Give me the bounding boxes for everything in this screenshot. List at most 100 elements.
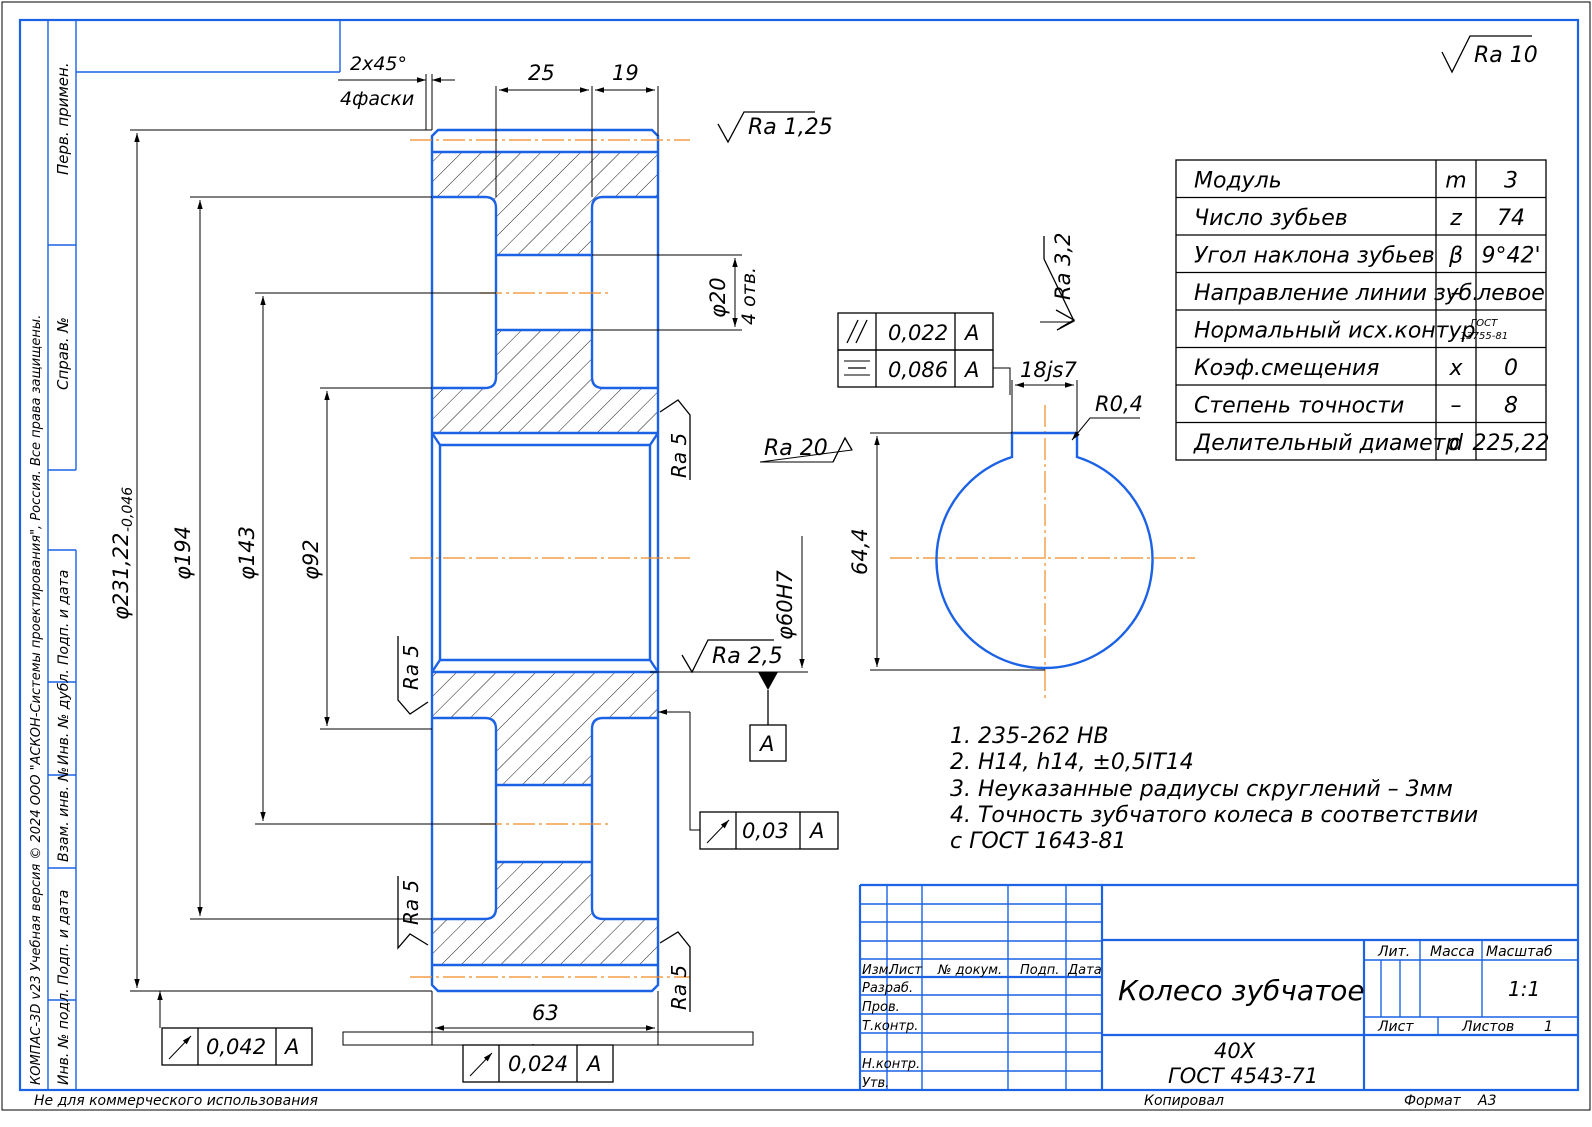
tb-part-name: Колесо зубчатое — [1118, 974, 1365, 1007]
podp-data-label-2: Подп. и дата — [56, 890, 72, 985]
gear-param-name: Степень точности — [1194, 394, 1404, 419]
side-strip-labels: Перв. примен. Справ. № Подп. и дата Инв.… — [29, 62, 72, 1085]
tb-sheets: Листов — [1461, 1019, 1514, 1035]
tolerance-runout-side: 0,03 A — [658, 709, 839, 850]
gear-param-value: 3 — [1504, 169, 1518, 194]
gear-param-symbol: – — [1451, 281, 1462, 306]
roughness-general-text: Ra 10 — [1474, 43, 1538, 68]
dim-rim-width: 25 — [528, 61, 555, 85]
dim-143: φ143 — [235, 526, 259, 580]
note-4: 4. Точность зубчатого колеса в соответст… — [950, 803, 1478, 828]
gear-param-name: Коэф.смещения — [1194, 356, 1379, 381]
vzam-inv-label: Взам. инв. № — [56, 767, 72, 862]
roughness-hub-4: Ra 5 — [399, 880, 423, 925]
dim-tip-tolerance: -0,046 — [120, 487, 136, 532]
gear-param-name: Делительный диаметр — [1193, 431, 1459, 456]
parallelism-value: 0,022 — [888, 321, 948, 345]
gear-param-name: Направление линии зуб. — [1194, 281, 1479, 306]
dim-key-width: 18js7 — [1020, 358, 1077, 382]
podp-data-label-1: Подп. и дата — [56, 570, 72, 665]
dim-92: φ92 — [299, 539, 323, 580]
perv-primen-label: Перв. примен. — [54, 62, 72, 175]
tb-utv: Утв. — [862, 1076, 889, 1091]
copyright-text: КОМПАС-3D v23 Учебная версия © 2024 ООО … — [29, 315, 44, 1085]
tb-lit: Лит. — [1377, 944, 1410, 960]
gear-param-symbol: – — [1451, 394, 1462, 419]
gear-param-name: Угол наклона зубьев — [1194, 244, 1435, 269]
gear-param-name: Нормальный исх.контур — [1194, 319, 1475, 344]
tb-doc: № докум. — [937, 963, 1002, 978]
dim-chamfer-note: 4фаски — [340, 88, 414, 110]
section-dimensions: φ231,22 -0,046 φ194 φ143 φ92 25 19 2x45°… — [109, 53, 808, 1046]
runout-face-datum: A — [585, 1052, 601, 1076]
title-block: Изм. Лист № докум. Подп. Дата Разраб. Пр… — [858, 883, 1578, 1091]
gear-section-view — [410, 128, 690, 993]
tb-scale: 1:1 — [1508, 977, 1540, 1001]
note-1: 1. 235-262 HB — [950, 724, 1109, 749]
tb-izm: Изм. — [862, 963, 893, 978]
inv-dubl-label: Инв. № дубл. — [56, 669, 72, 765]
footer-format: А3 — [1477, 1093, 1496, 1109]
gear-param-symbol: x — [1448, 356, 1463, 381]
dim-chamfer: 2x45° — [350, 53, 407, 75]
gear-param-value: 9°42' — [1481, 244, 1540, 269]
footer-copied: Копировал — [1144, 1093, 1224, 1109]
roughness-bore: Ra 2,5 — [712, 644, 783, 669]
gear-param-symbol: d — [1449, 431, 1464, 456]
runout-side-value: 0,03 — [742, 819, 789, 843]
tb-nkontr: Н.контр. — [862, 1057, 920, 1072]
note-3: 3. Неуказанные радиусы скруглений – 3мм — [950, 777, 1453, 802]
gear-param-symbol: z — [1449, 206, 1462, 231]
gear-param-value: 0 — [1504, 356, 1518, 381]
dim-194: φ194 — [171, 526, 195, 580]
footer: Не для коммерческого использования Копир… — [34, 1093, 1496, 1109]
parallelism-datum: A — [963, 321, 979, 345]
gear-param-value: левое — [1476, 281, 1545, 306]
runout-tip-value: 0,042 — [206, 1035, 266, 1059]
dim-total-width: 63 — [532, 1001, 559, 1025]
gear-param-value: 8 — [1504, 394, 1518, 419]
roughness-hub-3: Ra 5 — [399, 645, 423, 690]
gear-param-value: ГОСТ — [1471, 318, 1498, 329]
dim-holes-count: 4 отв. — [738, 267, 760, 325]
gear-param-name: Модуль — [1194, 169, 1282, 194]
dim-bore: φ60H7 — [773, 570, 797, 640]
tb-material-1: 40Х — [1214, 1039, 1256, 1063]
section-roughness: Ra 1,25 Ra 2,5 Ra 5 Ra 5 Ra 5 Ra 5 — [397, 111, 833, 1012]
roughness-general: Ra 10 — [1441, 35, 1538, 74]
runout-face-value: 0,024 — [508, 1052, 568, 1076]
runout-side-datum: A — [808, 819, 824, 843]
roughness-flank: Ra 1,25 — [748, 115, 833, 140]
tb-prov: Пров. — [862, 1000, 900, 1015]
footer-format-label: Формат — [1404, 1093, 1462, 1109]
tolerance-runout-face: 0,024 A — [462, 1044, 614, 1083]
datum-a: A — [749, 672, 787, 762]
gear-param-symbol: β — [1448, 244, 1463, 269]
note-5: с ГОСТ 1643-81 — [950, 829, 1126, 854]
roughness-key-side: Ra 3,2 — [1051, 232, 1075, 300]
gear-param-value: 13755-81 — [1460, 331, 1508, 342]
tb-mass: Масса — [1430, 944, 1475, 960]
gear-param-symbol: m — [1445, 169, 1466, 194]
symmetry-value: 0,086 — [888, 358, 948, 382]
tolerance-parallel-symmetry: 0,022 A 0,086 A — [837, 312, 1011, 395]
tolerance-runout-tip: 0,042 A — [157, 991, 313, 1066]
dim-key-depth: 64,4 — [848, 528, 872, 575]
footer-noncommercial: Не для коммерческого использования — [34, 1093, 318, 1109]
dim-key-radius: R0,4 — [1095, 392, 1143, 416]
gear-param-name: Число зубьев — [1194, 206, 1348, 231]
gear-param-value: 225,22 — [1473, 431, 1550, 456]
tb-sheet: Лист — [1377, 1019, 1414, 1035]
tb-razrab: Разраб. — [862, 981, 913, 996]
runout-tip-datum: A — [283, 1035, 299, 1059]
dim-hub-width: 19 — [612, 61, 639, 85]
note-2: 2. H14, h14, ±0,5IT14 — [950, 750, 1194, 775]
hub-end-view: 18js7 R0,4 64,4 Ra 3,2 Ra 20 — [759, 232, 1195, 700]
sprav-no-label: Справ. № — [54, 317, 72, 390]
dim-holes: φ20 — [706, 277, 730, 318]
tb-tkontr: Т.контр. — [862, 1019, 918, 1034]
datum-label: A — [758, 732, 774, 756]
roughness-key-bottom: Ra 20 — [764, 436, 828, 461]
